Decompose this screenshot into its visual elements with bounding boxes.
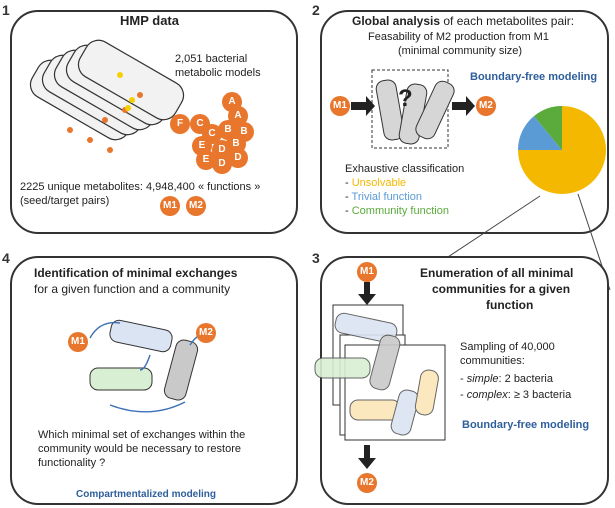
sampling-line-2: communities: — [460, 355, 525, 367]
panel-4-question-3: functionality ? — [38, 457, 106, 469]
panel-2-title-rest: of each metabolites pair: — [440, 14, 575, 28]
compartmentalized-label: Compartmentalized modeling — [76, 489, 217, 500]
letter-badge: D — [212, 154, 232, 174]
simple-dash: - — [460, 373, 467, 385]
m1-badge-p3: M1 — [357, 262, 377, 282]
panel-3-title-1: Enumeration of all minimal — [420, 266, 574, 280]
models-line-2: metabolic models — [175, 67, 261, 79]
panel-3-number: 3 — [312, 250, 320, 266]
pie-slice-community-function — [533, 106, 562, 150]
metabolites-line: 2225 unique metabolites: 4,948,400 « fun… — [20, 181, 261, 193]
class-community: - Community function — [345, 205, 449, 217]
complex-line: - complex: ≥ 3 bacteria — [460, 388, 571, 402]
panel-2-title-bold: Global analysis — [352, 14, 441, 28]
panel-2-number: 2 — [312, 2, 320, 18]
class-unsolvable: - Unsolvable — [345, 177, 407, 189]
letter-badge: F — [170, 114, 190, 134]
class-unsolvable-label: Unsolvable — [351, 177, 407, 189]
panel-1-title: HMP data — [120, 13, 179, 28]
orange-letter-cluster: A A F C B B C B D E D E D — [170, 92, 260, 174]
boundary-free-label-p2: Boundary-free modeling — [470, 71, 598, 83]
pairs-line: (seed/target pairs) — [20, 195, 110, 207]
panel-4-question-1: Which minimal set of exchanges within th… — [38, 429, 246, 441]
simple-rest: : 2 bacteria — [498, 373, 553, 385]
classification-pie-chart — [518, 106, 606, 194]
panel-4 — [10, 256, 298, 505]
simple-line: - simple: 2 bacteria — [460, 372, 553, 386]
panel-3-title-3: function — [486, 298, 534, 312]
m2-badge-p2: M2 — [476, 96, 496, 116]
m2-badge-p1: M2 — [186, 196, 206, 216]
panel-2-line-2: Feasability of M2 production from M1 — [368, 31, 549, 43]
sampling-line-1: Sampling of 40,000 — [460, 341, 555, 353]
classification-title: Exhaustive classification — [345, 163, 465, 175]
simple-italic: simple — [466, 373, 499, 385]
m1-badge-p1: M1 — [160, 196, 180, 216]
class-trivial-label: Trivial function — [351, 191, 423, 203]
m2-badge-p4: M2 — [196, 323, 216, 343]
m1-badge-p4: M1 — [68, 332, 88, 352]
class-community-label: Community function — [351, 205, 449, 217]
panel-4-title-1: Identification of minimal exchanges — [34, 266, 238, 280]
panel-4-number: 4 — [2, 250, 10, 266]
panel-1-number: 1 — [2, 2, 10, 18]
panel-4-question-2: community would be necessary to restore — [38, 443, 241, 455]
complex-rest: : ≥ 3 bacteria — [507, 389, 572, 401]
models-line-1: 2,051 bacterial — [175, 53, 248, 65]
m2-badge-p3: M2 — [357, 473, 377, 493]
class-trivial: - Trivial function — [345, 191, 423, 203]
complex-dash: - — [460, 389, 467, 401]
panel-2-title: Global analysis of each metabolites pair… — [352, 14, 574, 28]
boundary-free-label-p3: Boundary-free modeling — [462, 419, 590, 431]
question-mark: ? — [398, 85, 413, 112]
letter-badge: D — [228, 148, 248, 168]
m1-badge-p2: M1 — [330, 96, 350, 116]
letter-badge: E — [196, 150, 216, 170]
panel-3-title-2: communities for a given — [432, 282, 571, 296]
pie-slice-trivial-function — [518, 116, 562, 150]
panel-4-title-2: for a given function and a community — [34, 282, 231, 296]
complex-italic: complex — [466, 389, 508, 401]
panel-2-line-3: (minimal community size) — [398, 45, 523, 57]
